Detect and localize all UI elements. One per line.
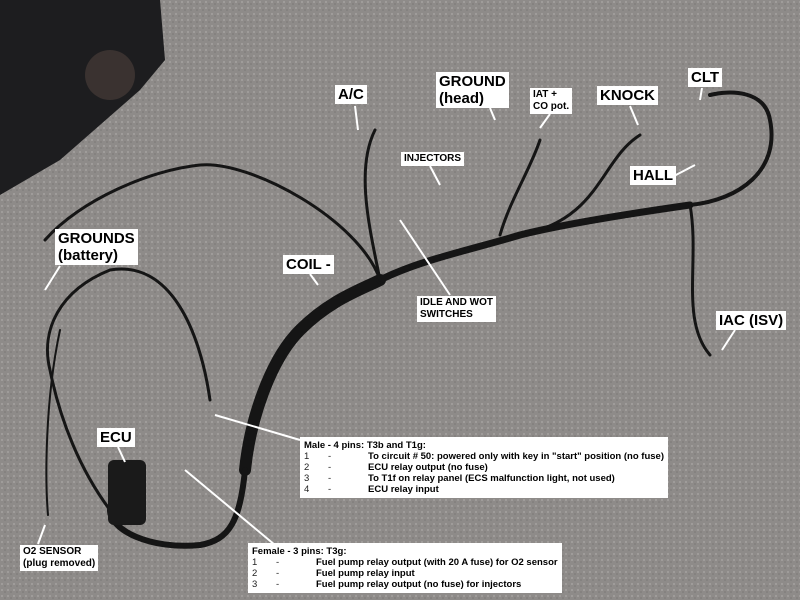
label-ground-head: GROUND(head) bbox=[436, 72, 509, 108]
pin-description: Fuel pump relay output (with 20 A fuse) … bbox=[316, 557, 558, 568]
pin-description: Fuel pump relay input bbox=[316, 568, 415, 579]
male-pin-box: Male - 4 pins: T3b and T1g: 1 - To circuit… bbox=[300, 437, 668, 498]
ecu-connector bbox=[108, 460, 146, 525]
label-line: SWITCHES bbox=[420, 309, 473, 320]
speaker bbox=[85, 50, 135, 100]
pin-dash: - bbox=[328, 484, 332, 495]
label-line: (head) bbox=[439, 90, 484, 107]
label-o2-sensor: O2 SENSOR(plug removed) bbox=[20, 545, 99, 571]
label-ac: A/C bbox=[335, 85, 367, 104]
pin-number: 3 bbox=[304, 473, 310, 484]
pin-dash: - bbox=[328, 473, 332, 484]
pin-description: Fuel pump relay output (no fuse) for inj… bbox=[316, 579, 522, 590]
pin-number: 2 bbox=[252, 568, 258, 579]
label-line: O2 SENSOR bbox=[23, 546, 82, 557]
pin-number: 3 bbox=[252, 579, 258, 590]
callout-arrows bbox=[37, 87, 736, 546]
female-pin-row: 1 - Fuel pump relay output (with 20 A fuse… bbox=[252, 557, 558, 568]
label-iat: IAT +CO pot. bbox=[530, 88, 573, 114]
pin-description: To circuit # 50: powered only with key i… bbox=[368, 451, 664, 462]
label-line: IAT + bbox=[533, 89, 557, 100]
pin-dash: - bbox=[328, 451, 332, 462]
label-iac: IAC (ISV) bbox=[716, 311, 787, 330]
pin-description: ECU relay output (no fuse) bbox=[368, 462, 488, 473]
pin-number: 1 bbox=[252, 557, 258, 568]
label-injectors: INJECTORS bbox=[401, 152, 465, 166]
label-clt: CLT bbox=[688, 68, 723, 87]
male-pin-title: Male - 4 pins: T3b and T1g: bbox=[304, 440, 426, 451]
label-knock: KNOCK bbox=[597, 86, 658, 105]
label-ecu: ECU bbox=[97, 428, 135, 447]
pin-number: 4 bbox=[304, 484, 310, 495]
male-pin-row: 1 - To circuit # 50: powered only with key… bbox=[304, 451, 664, 462]
female-pin-row: 2 - Fuel pump relay input bbox=[252, 568, 558, 579]
pin-dash: - bbox=[276, 579, 280, 590]
label-hall: HALL bbox=[630, 166, 676, 185]
label-line: GROUNDS bbox=[58, 230, 135, 247]
pin-description: ECU relay input bbox=[368, 484, 439, 495]
male-pin-row: 2 - ECU relay output (no fuse) bbox=[304, 462, 664, 473]
pin-dash: - bbox=[276, 557, 280, 568]
male-pin-row: 4 - ECU relay input bbox=[304, 484, 664, 495]
pin-dash: - bbox=[276, 568, 280, 579]
label-coil: COIL - bbox=[283, 255, 334, 274]
pin-dash: - bbox=[328, 462, 332, 473]
label-line: (plug removed) bbox=[23, 558, 96, 569]
pin-description: To T1f on relay panel (ECS malfunction l… bbox=[368, 473, 615, 484]
label-line: CO pot. bbox=[533, 101, 570, 112]
label-line: GROUND bbox=[439, 73, 506, 90]
door-panel bbox=[0, 0, 165, 195]
harness-wires bbox=[43, 90, 774, 549]
label-line: (battery) bbox=[58, 247, 119, 264]
pin-number: 1 bbox=[304, 451, 310, 462]
male-pin-row: 3 - To T1f on relay panel (ECS malfunction… bbox=[304, 473, 664, 484]
label-line: IDLE AND WOT bbox=[420, 297, 493, 308]
female-pin-box: Female - 3 pins: T3g: 1 - Fuel pump relay … bbox=[248, 543, 562, 593]
female-pin-title: Female - 3 pins: T3g: bbox=[252, 546, 347, 557]
label-grounds-battery: GROUNDS(battery) bbox=[55, 229, 138, 265]
female-pin-row: 3 - Fuel pump relay output (no fuse) for i… bbox=[252, 579, 558, 590]
pin-number: 2 bbox=[304, 462, 310, 473]
